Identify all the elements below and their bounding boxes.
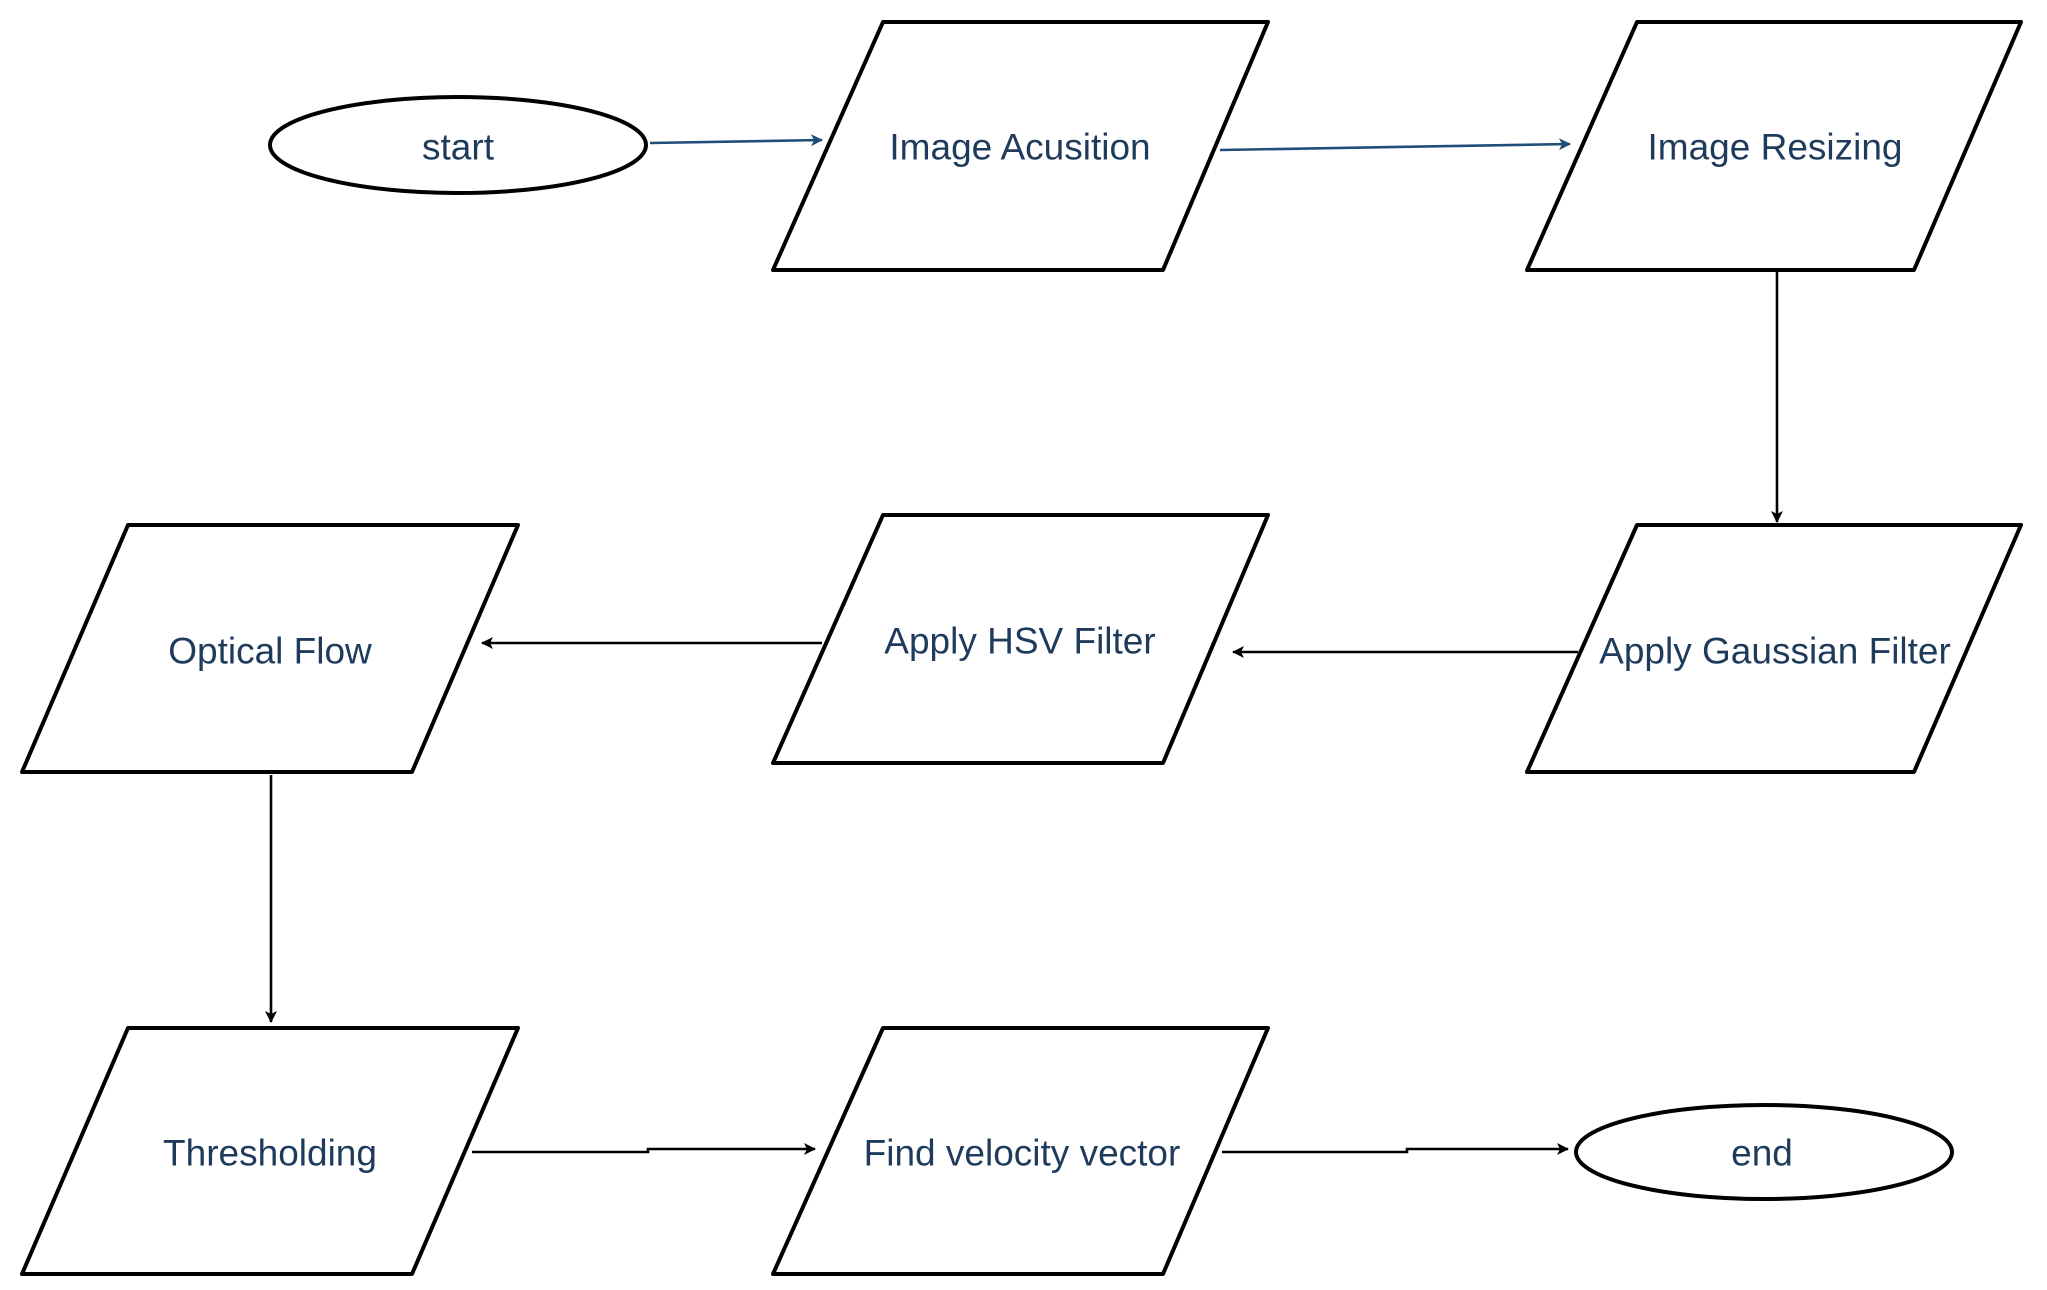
- node-apply-hsv-filter: Apply HSV Filter: [771, 513, 1270, 765]
- start-label: start: [422, 127, 495, 168]
- node-thresholding: Thresholding: [20, 1026, 520, 1276]
- start-terminator-shape: [268, 95, 648, 195]
- image-acquisition-parallelogram: [771, 20, 1270, 272]
- thresholding-parallelogram: [20, 1026, 520, 1276]
- apply-hsv-filter-parallelogram: [771, 513, 1270, 765]
- image-resizing-label: Image Resizing: [1647, 127, 1902, 168]
- node-start: start: [268, 95, 648, 195]
- thresholding-label: Thresholding: [163, 1133, 377, 1174]
- apply-hsv-filter-label: Apply HSV Filter: [884, 621, 1155, 662]
- apply-gaussian-filter-parallelogram: [1525, 523, 2023, 774]
- node-apply-gaussian-filter: Apply Gaussian Filter: [1525, 523, 2023, 774]
- image-acquisition-label: Image Acusition: [889, 127, 1150, 168]
- find-velocity-vector-parallelogram: [771, 1026, 1270, 1276]
- end-label: end: [1731, 1133, 1793, 1174]
- end-terminator-shape: [1574, 1103, 1954, 1201]
- node-image-acquisition: Image Acusition: [771, 20, 1270, 272]
- edges: [265, 134, 1783, 1155]
- find-velocity-vector-label: Find velocity vector: [864, 1133, 1181, 1174]
- node-find-velocity-vector: Find velocity vector: [771, 1026, 1270, 1276]
- node-end: end: [1574, 1103, 1954, 1201]
- image-resizing-parallelogram: [1525, 20, 2023, 272]
- edge-acquisition-to-resizing: [1219, 138, 1571, 152]
- node-optical-flow: Optical Flow: [20, 523, 520, 774]
- optical-flow-parallelogram: [20, 523, 520, 774]
- apply-gaussian-filter-label: Apply Gaussian Filter: [1599, 631, 1951, 672]
- node-image-resizing: Image Resizing: [1525, 20, 2023, 272]
- optical-flow-label: Optical Flow: [168, 631, 372, 672]
- edge-start-to-acquisition: [649, 134, 823, 147]
- edge-velocity-to-end: [1222, 1143, 1569, 1155]
- edge-thresholding-to-velocity: [472, 1143, 816, 1155]
